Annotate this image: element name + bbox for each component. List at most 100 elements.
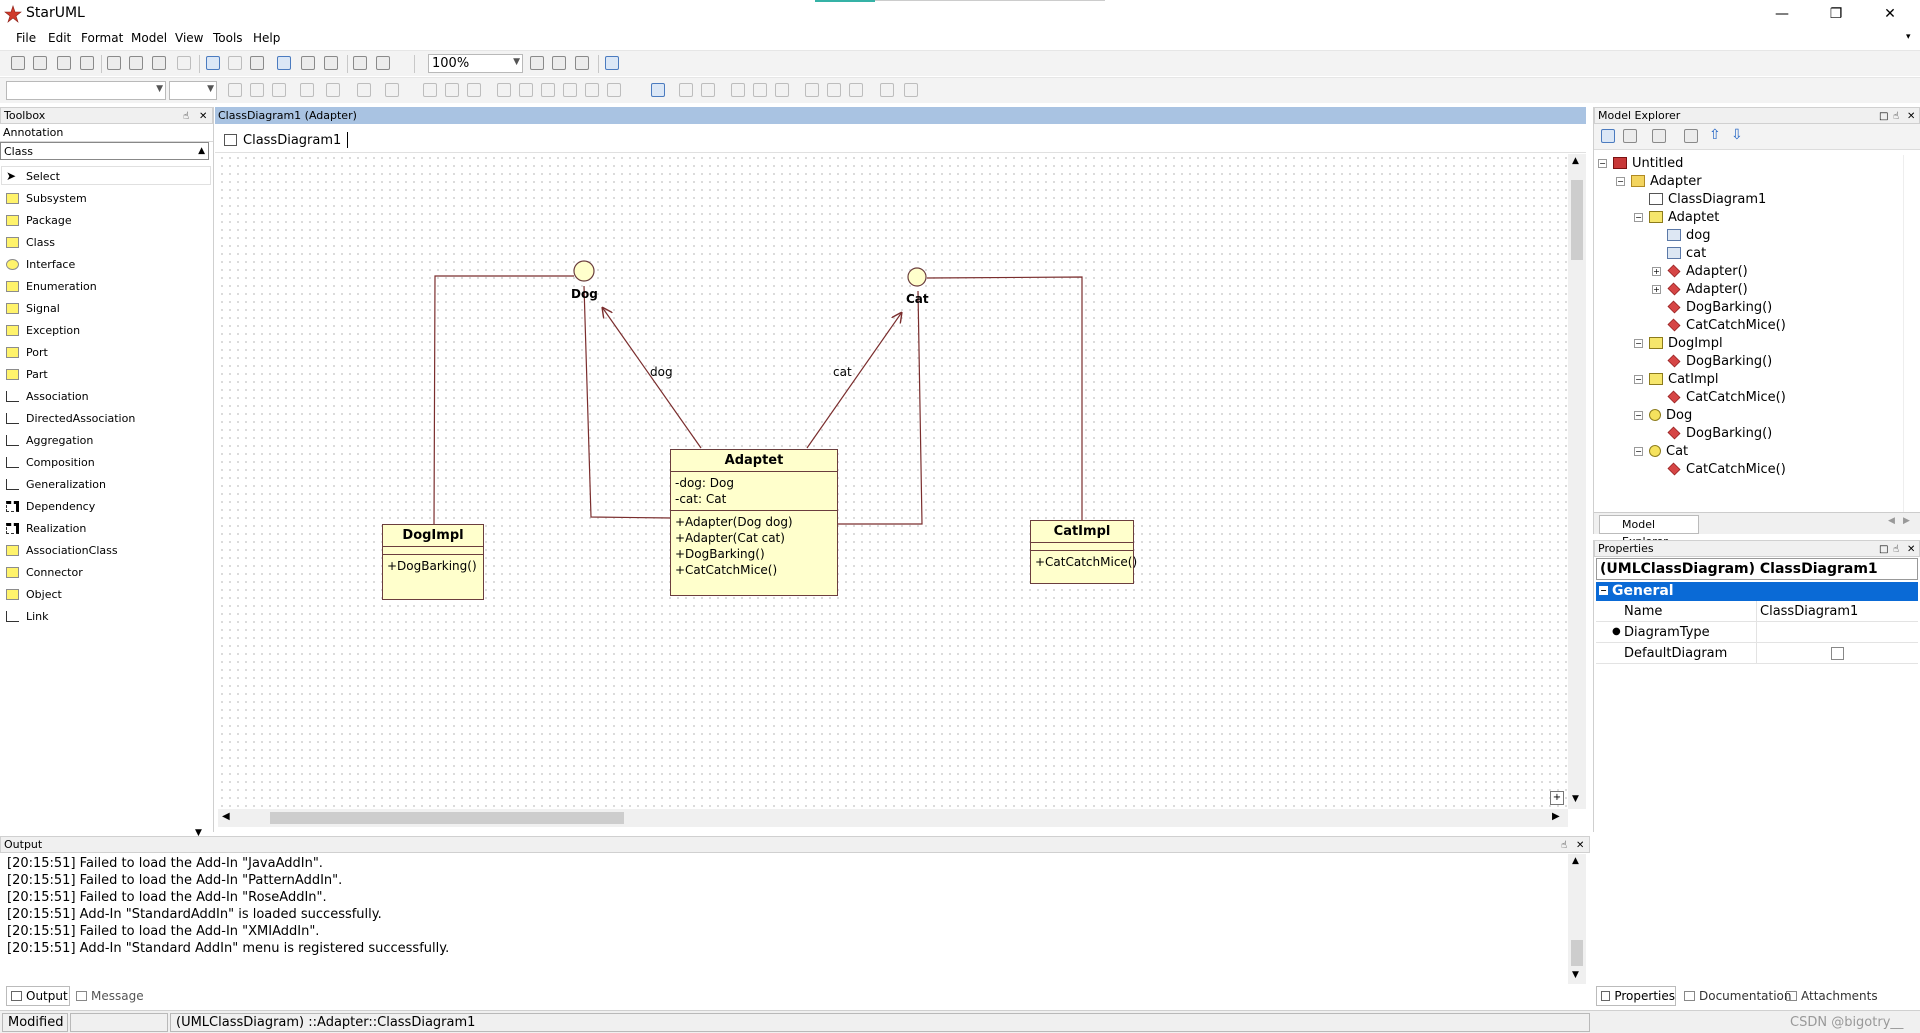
pin-icon[interactable]: ☝	[1893, 111, 1900, 122]
property-value[interactable]: ClassDiagram1	[1760, 604, 1859, 619]
tree-item-attr-dog[interactable]: dog	[1667, 226, 1710, 244]
expand-icon[interactable]: +	[1652, 284, 1661, 294]
close-icon[interactable]: ✕	[1907, 544, 1916, 555]
tree-item-op-catcatchmice[interactable]: CatCatchMice()	[1667, 388, 1786, 406]
magic-icon[interactable]	[376, 56, 390, 70]
tool-port[interactable]: Port	[6, 341, 48, 363]
diagram-vertical-scrollbar[interactable]: ▲ ▼	[1568, 154, 1586, 809]
maximize-icon[interactable]: □	[1879, 544, 1889, 555]
property-row-name[interactable]: Name ClassDiagram1	[1596, 601, 1918, 622]
collapse-icon[interactable]: −	[1634, 374, 1643, 384]
restore-button[interactable]: ❐	[1813, 0, 1859, 28]
tree-item-dog-interface[interactable]: −Dog	[1634, 407, 1693, 423]
show-visibility-icon[interactable]	[607, 83, 621, 97]
toolbox-scroll-down-icon[interactable]: ▼	[195, 828, 202, 838]
explorer-scrollbar[interactable]	[1903, 155, 1920, 515]
delete-icon[interactable]	[177, 56, 191, 70]
tool-object[interactable]: Object	[6, 583, 62, 605]
suppress-attributes-icon[interactable]	[423, 83, 437, 97]
select-in-explorer-icon[interactable]	[277, 56, 291, 70]
menu-tools[interactable]: Tools	[213, 31, 243, 45]
output-scrollbar[interactable]: ▲ ▼	[1568, 854, 1586, 984]
suppress-icon[interactable]	[357, 83, 371, 97]
move-down-icon[interactable]: ⇩	[1731, 127, 1743, 143]
settings-icon[interactable]	[1684, 129, 1698, 143]
tree-item-op-dogbarking[interactable]: DogBarking()	[1667, 352, 1772, 370]
copy-icon[interactable]	[129, 56, 143, 70]
stereotype-icon[interactable]	[326, 83, 340, 97]
suppress-operations-icon[interactable]	[445, 83, 459, 97]
tab-attachments[interactable]: Attachments	[1786, 986, 1878, 1006]
sort-by-kind-icon[interactable]	[1623, 129, 1637, 143]
tool-realization[interactable]: Realization	[6, 517, 86, 539]
show-types-icon[interactable]	[585, 83, 599, 97]
tool-part[interactable]: Part	[6, 363, 48, 385]
undo-icon[interactable]	[206, 56, 220, 70]
tab-model-explorer[interactable]: Model Explorer	[1599, 515, 1699, 548]
menu-format[interactable]: Format	[81, 31, 124, 45]
show-operation-signature-icon[interactable]	[563, 83, 577, 97]
show-parent-icon[interactable]	[519, 83, 533, 97]
minimize-button[interactable]: —	[1759, 0, 1805, 28]
expand-icon[interactable]: +	[1652, 266, 1661, 276]
align-right-icon[interactable]	[753, 83, 767, 97]
collapse-icon[interactable]: −	[1634, 212, 1643, 222]
filter-icon[interactable]	[1652, 129, 1666, 143]
align-center-icon[interactable]	[775, 83, 789, 97]
default-diagram-checkbox[interactable]	[1831, 647, 1844, 660]
refresh-icon[interactable]	[605, 56, 619, 70]
tree-item-untitled[interactable]: −Untitled	[1598, 155, 1684, 171]
pin-icon[interactable]: ☝	[1561, 840, 1568, 851]
tab-properties[interactable]: Properties	[1596, 986, 1676, 1006]
zoom-combo[interactable]: 100% ▼	[428, 54, 523, 73]
tool-subsystem[interactable]: Subsystem	[6, 187, 87, 209]
diagram-tab[interactable]: ClassDiagram1	[224, 130, 349, 150]
scroll-down-icon[interactable]: ▼	[1572, 794, 1579, 804]
tool-class[interactable]: Class	[6, 231, 55, 253]
word-wrap-icon[interactable]	[497, 83, 511, 97]
tool-generalization[interactable]: Generalization	[6, 473, 106, 495]
sort-by-name-icon[interactable]	[1601, 129, 1615, 143]
tool-association-class[interactable]: AssociationClass	[6, 539, 118, 561]
model-select-icon[interactable]	[324, 56, 338, 70]
tool-composition[interactable]: Composition	[6, 451, 95, 473]
tab-documentation[interactable]: Documentation	[1684, 986, 1792, 1006]
scroll-up-icon[interactable]: ▲	[1572, 856, 1579, 866]
tree-item-dogimpl[interactable]: −DogImpl	[1634, 335, 1723, 351]
tree-item-classdiagram1[interactable]: ClassDiagram1	[1649, 190, 1766, 208]
class-adaptet[interactable]: Adaptet -dog: Dog -cat: Cat +Adapter(Dog…	[670, 449, 838, 596]
tree-item-attr-cat[interactable]: cat	[1667, 244, 1706, 262]
tab-message[interactable]: Message	[76, 986, 144, 1006]
zoom-in-icon[interactable]	[530, 56, 544, 70]
tool-connector[interactable]: Connector	[6, 561, 83, 583]
pin-icon[interactable]: ☝	[1893, 544, 1900, 555]
toolbox-group-class[interactable]: Class ▲	[0, 142, 209, 160]
tool-dependency[interactable]: Dependency	[6, 495, 95, 517]
tree-item-adaptet[interactable]: −Adaptet	[1634, 209, 1720, 225]
tool-package[interactable]: Package	[6, 209, 72, 231]
tool-signal[interactable]: Signal	[6, 297, 60, 319]
zoom-fit-icon[interactable]	[575, 56, 589, 70]
scroll-right-icon[interactable]: ▶	[1552, 811, 1560, 822]
close-button[interactable]: ✕	[1867, 0, 1913, 28]
tree-item-op-dogbarking[interactable]: DogBarking()	[1667, 424, 1772, 442]
cut-icon[interactable]	[107, 56, 121, 70]
menubar-overflow-icon[interactable]: ▾	[1906, 32, 1911, 42]
redo-icon[interactable]	[228, 56, 242, 70]
menu-edit[interactable]: Edit	[48, 31, 72, 45]
align-left-icon[interactable]	[731, 83, 745, 97]
tree-item-adapter-package[interactable]: −Adapter	[1616, 173, 1702, 189]
align-bottom-icon[interactable]	[827, 83, 841, 97]
show-compartment-icon[interactable]	[467, 83, 481, 97]
tool-association[interactable]: Association	[6, 385, 89, 407]
diagram-horizontal-scrollbar[interactable]: ◀ ▶	[218, 809, 1568, 827]
scroll-down-icon[interactable]: ▼	[1572, 970, 1579, 980]
menu-model[interactable]: Model	[131, 31, 168, 45]
print-icon[interactable]	[80, 56, 94, 70]
tool-enumeration[interactable]: Enumeration	[6, 275, 97, 297]
space-vertical-icon[interactable]	[904, 83, 918, 97]
tree-item-cat-interface[interactable]: −Cat	[1634, 443, 1689, 459]
align-top-icon[interactable]	[805, 83, 819, 97]
font-icon[interactable]	[228, 83, 242, 97]
scroll-thumb[interactable]	[1571, 940, 1583, 966]
